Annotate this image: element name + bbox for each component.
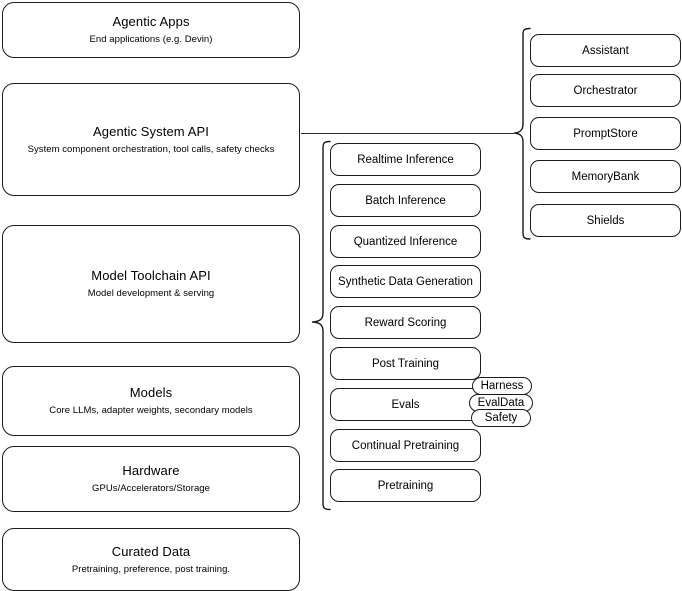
capability-realtime-inference[interactable]: Realtime Inference <box>330 143 481 176</box>
layer-subtitle: Pretraining, preference, post training. <box>71 563 231 575</box>
layer-title: Agentic Apps <box>112 14 190 29</box>
layer-models[interactable]: Models Core LLMs, adapter weights, secon… <box>2 366 300 436</box>
capability-label: Post Training <box>371 357 440 370</box>
layer-hardware[interactable]: Hardware GPUs/Accelerators/Storage <box>2 446 300 512</box>
layer-subtitle: Model development & serving <box>87 288 215 299</box>
layer-title: Hardware <box>122 463 180 478</box>
component-memorybank[interactable]: MemoryBank <box>530 160 681 193</box>
layer-agentic-apps[interactable]: Agentic Apps End applications (e.g. Devi… <box>2 2 300 58</box>
layer-title: Agentic System API <box>93 123 209 139</box>
connector-system-api-to-components <box>301 133 514 134</box>
component-label: Orchestrator <box>573 84 638 97</box>
capability-label: Realtime Inference <box>357 153 454 166</box>
capability-label: Evals <box>391 398 420 411</box>
layer-subtitle: Core LLMs, adapter weights, secondary mo… <box>49 405 253 416</box>
evals-pill-label: Harness <box>480 379 524 392</box>
component-label: Shields <box>586 214 625 227</box>
layer-subtitle: GPUs/Accelerators/Storage <box>92 483 210 494</box>
layer-title: Model Toolchain API <box>91 268 211 283</box>
brace-system-components <box>512 27 532 241</box>
capability-label: Batch Inference <box>365 194 446 207</box>
capability-evals[interactable]: Evals <box>330 388 481 421</box>
capability-label: Quantized Inference <box>353 235 458 248</box>
evals-pill-label: EvalData <box>477 396 525 409</box>
evals-pill-label: Safety <box>484 411 518 424</box>
capability-post-training[interactable]: Post Training <box>330 347 481 380</box>
component-label: Assistant <box>582 44 629 57</box>
capability-reward-scoring[interactable]: Reward Scoring <box>330 306 481 339</box>
capability-label: Synthetic Data Generation <box>338 275 473 288</box>
capability-batch-inference[interactable]: Batch Inference <box>330 184 481 217</box>
layer-subtitle: System component orchestration, tool cal… <box>27 143 275 155</box>
evals-pill-harness[interactable]: Harness <box>472 377 532 395</box>
evals-pill-safety[interactable]: Safety <box>471 409 531 427</box>
capability-quantized-inference[interactable]: Quantized Inference <box>330 225 481 258</box>
component-promptstore[interactable]: PromptStore <box>530 117 681 150</box>
component-orchestrator[interactable]: Orchestrator <box>530 74 681 107</box>
capability-label: Continual Pretraining <box>351 439 460 452</box>
layer-curated-data[interactable]: Curated Data Pretraining, preference, po… <box>2 528 300 591</box>
component-label: MemoryBank <box>571 170 640 183</box>
capability-synthetic-data-generation[interactable]: Synthetic Data Generation <box>330 265 481 298</box>
component-label: PromptStore <box>573 127 638 140</box>
layer-agentic-system-api[interactable]: Agentic System API System component orch… <box>2 83 300 196</box>
brace-toolchain-capabilities <box>310 140 332 512</box>
component-assistant[interactable]: Assistant <box>530 34 681 67</box>
layer-subtitle: End applications (e.g. Devin) <box>89 34 213 45</box>
capability-label: Reward Scoring <box>364 316 447 329</box>
capability-label: Pretraining <box>377 479 434 492</box>
layer-title: Models <box>129 385 173 400</box>
layer-title: Curated Data <box>111 543 191 559</box>
component-shields[interactable]: Shields <box>530 204 681 237</box>
capability-pretraining[interactable]: Pretraining <box>330 469 481 502</box>
capability-continual-pretraining[interactable]: Continual Pretraining <box>330 429 481 462</box>
layer-model-toolchain-api[interactable]: Model Toolchain API Model development & … <box>2 225 300 343</box>
